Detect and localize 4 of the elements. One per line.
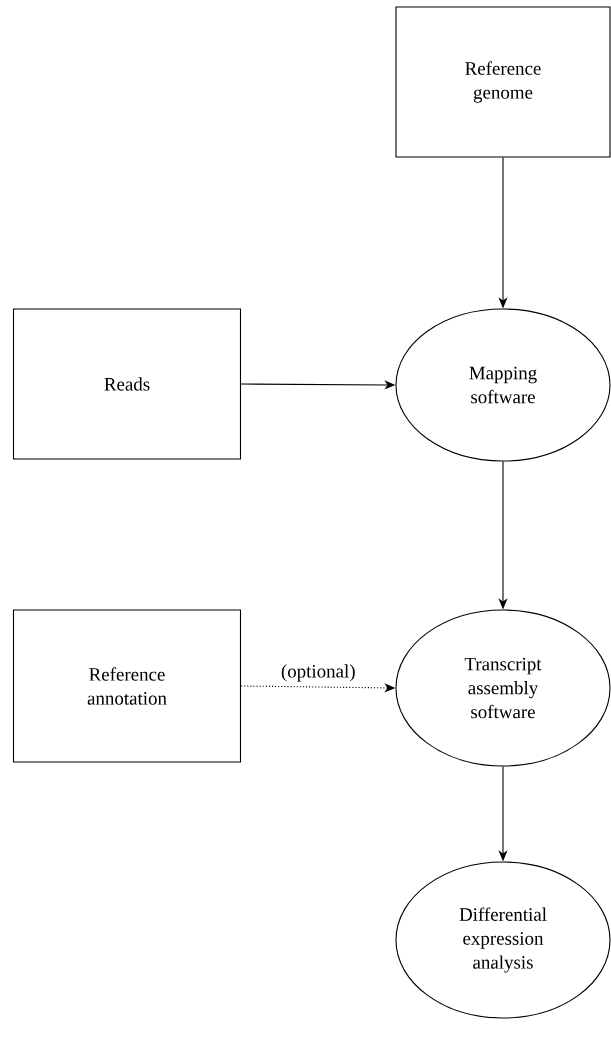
input-box: Reads xyxy=(12,308,242,460)
edge-label: (optional) xyxy=(279,663,357,683)
input-box: Reference genome xyxy=(395,6,611,158)
input-box: Reference annotation xyxy=(12,609,242,763)
